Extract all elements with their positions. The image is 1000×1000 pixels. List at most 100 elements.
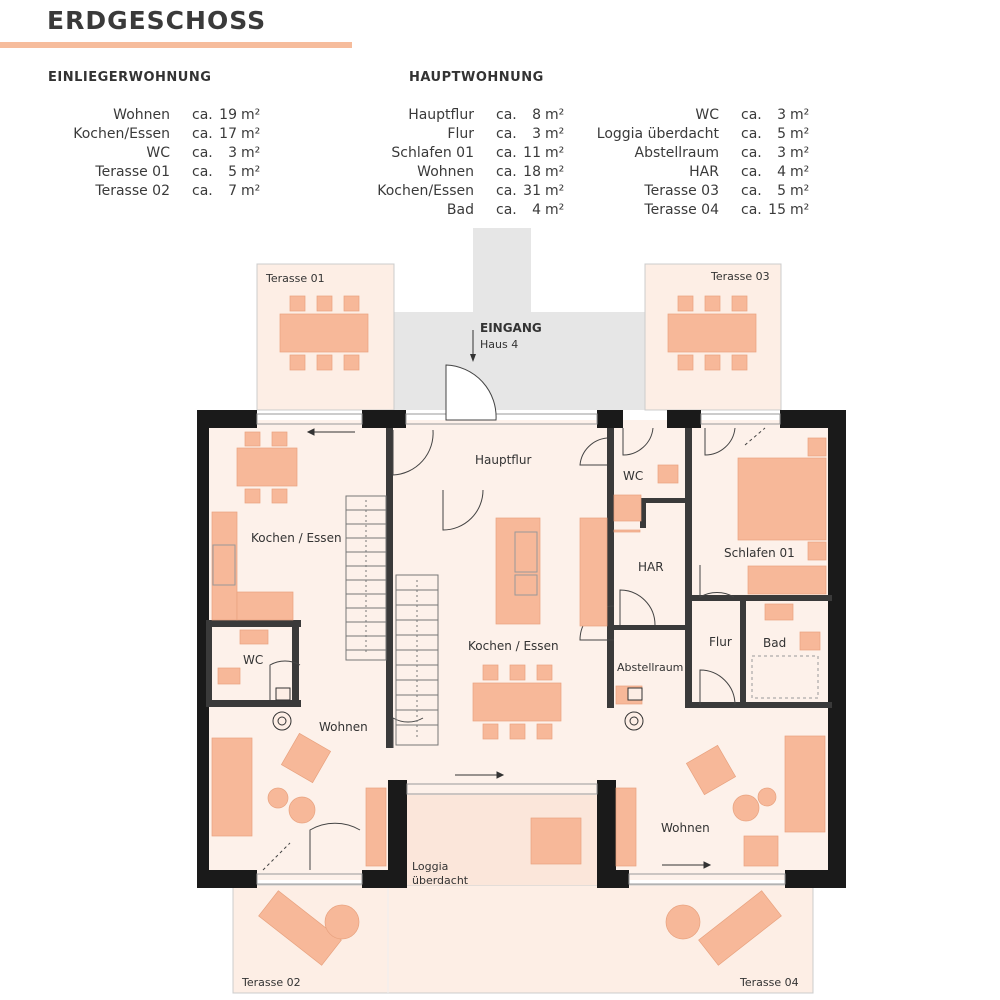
area-value: 15 bbox=[768, 202, 786, 218]
label-schlafen: Schlafen 01 bbox=[724, 546, 795, 560]
label-eingang: EINGANG bbox=[480, 321, 542, 335]
area-value: 5 bbox=[228, 164, 237, 180]
label-haus: Haus 4 bbox=[480, 338, 518, 351]
area-value: 3 bbox=[228, 145, 237, 161]
area-ca: ca. bbox=[192, 107, 213, 123]
area-ca: ca. bbox=[741, 202, 762, 218]
label-abstellraum: Abstellraum bbox=[617, 661, 683, 674]
label-bad: Bad bbox=[763, 636, 786, 650]
area-value: 5 bbox=[777, 183, 786, 199]
area-name: Abstellraum bbox=[634, 145, 720, 161]
area-unit: m² bbox=[241, 145, 261, 161]
area-ca: ca. bbox=[741, 164, 762, 180]
label-kochen-haupt: Kochen / Essen bbox=[468, 639, 559, 653]
area-name: Terasse 02 bbox=[95, 183, 170, 199]
area-ca: ca. bbox=[741, 145, 762, 161]
haupt-heading: HAUPTWOHNUNG bbox=[409, 70, 544, 85]
area-name: Terasse 04 bbox=[644, 202, 719, 218]
area-name: Wohnen bbox=[417, 164, 474, 180]
area-unit: m² bbox=[790, 164, 810, 180]
label-terasse-03: Terasse 03 bbox=[710, 270, 770, 283]
label-wc-einl: WC bbox=[243, 653, 263, 667]
area-value: 4 bbox=[777, 164, 786, 180]
area-unit: m² bbox=[545, 145, 565, 161]
area-value: 17 bbox=[219, 126, 237, 142]
area-name: Wohnen bbox=[113, 107, 170, 123]
stairs bbox=[345, 495, 439, 746]
area-name: Loggia überdacht bbox=[596, 126, 719, 142]
area-unit: m² bbox=[790, 145, 810, 161]
area-name: Terasse 03 bbox=[644, 183, 719, 199]
area-unit: m² bbox=[545, 183, 565, 199]
area-unit: m² bbox=[545, 164, 565, 180]
area-ca: ca. bbox=[496, 145, 517, 161]
einlieger-heading: EINLIEGERWOHNUNG bbox=[48, 70, 212, 85]
label-wohnen-einl: Wohnen bbox=[319, 720, 368, 734]
area-name: HAR bbox=[689, 164, 719, 180]
area-value: 5 bbox=[777, 126, 786, 142]
label-kochen-einl: Kochen / Essen bbox=[251, 531, 342, 545]
area-unit: m² bbox=[241, 107, 261, 123]
area-name: WC bbox=[695, 107, 719, 123]
label-ueberdacht: überdacht bbox=[412, 874, 469, 887]
area-name: Hauptflur bbox=[408, 107, 474, 123]
label-har: HAR bbox=[638, 560, 664, 574]
area-unit: m² bbox=[790, 107, 810, 123]
label-terasse-04: Terasse 04 bbox=[739, 976, 799, 989]
label-wc-haupt: WC bbox=[623, 469, 643, 483]
area-value: 8 bbox=[532, 107, 541, 123]
area-unit: m² bbox=[545, 202, 565, 218]
area-value: 3 bbox=[777, 107, 786, 123]
area-name: Kochen/Essen bbox=[377, 183, 474, 199]
area-value: 3 bbox=[532, 126, 541, 142]
windows bbox=[256, 413, 786, 885]
furniture bbox=[211, 295, 827, 966]
area-ca: ca. bbox=[741, 107, 762, 123]
area-ca: ca. bbox=[496, 126, 517, 142]
entrance-area bbox=[393, 312, 645, 410]
doors bbox=[262, 364, 766, 871]
area-unit: m² bbox=[545, 107, 565, 123]
area-value: 31 bbox=[523, 183, 541, 199]
area-unit: m² bbox=[241, 183, 261, 199]
area-name: Bad bbox=[446, 202, 474, 218]
label-wohnen-haupt: Wohnen bbox=[661, 821, 710, 835]
area-value: 19 bbox=[219, 107, 237, 123]
area-unit: m² bbox=[790, 202, 810, 218]
area-unit: m² bbox=[241, 126, 261, 142]
area-ca: ca. bbox=[496, 183, 517, 199]
area-value: 18 bbox=[523, 164, 541, 180]
area-ca: ca. bbox=[192, 145, 213, 161]
fixtures bbox=[272, 687, 644, 731]
area-value: 3 bbox=[777, 145, 786, 161]
area-ca: ca. bbox=[496, 107, 517, 123]
area-value: 7 bbox=[228, 183, 237, 199]
entrance-path bbox=[473, 228, 531, 313]
area-unit: m² bbox=[241, 164, 261, 180]
area-unit: m² bbox=[545, 126, 565, 142]
label-terasse-02: Terasse 02 bbox=[241, 976, 301, 989]
area-ca: ca. bbox=[741, 126, 762, 142]
area-ca: ca. bbox=[741, 183, 762, 199]
slide-arrows bbox=[306, 428, 712, 869]
outer-walls bbox=[197, 410, 846, 888]
